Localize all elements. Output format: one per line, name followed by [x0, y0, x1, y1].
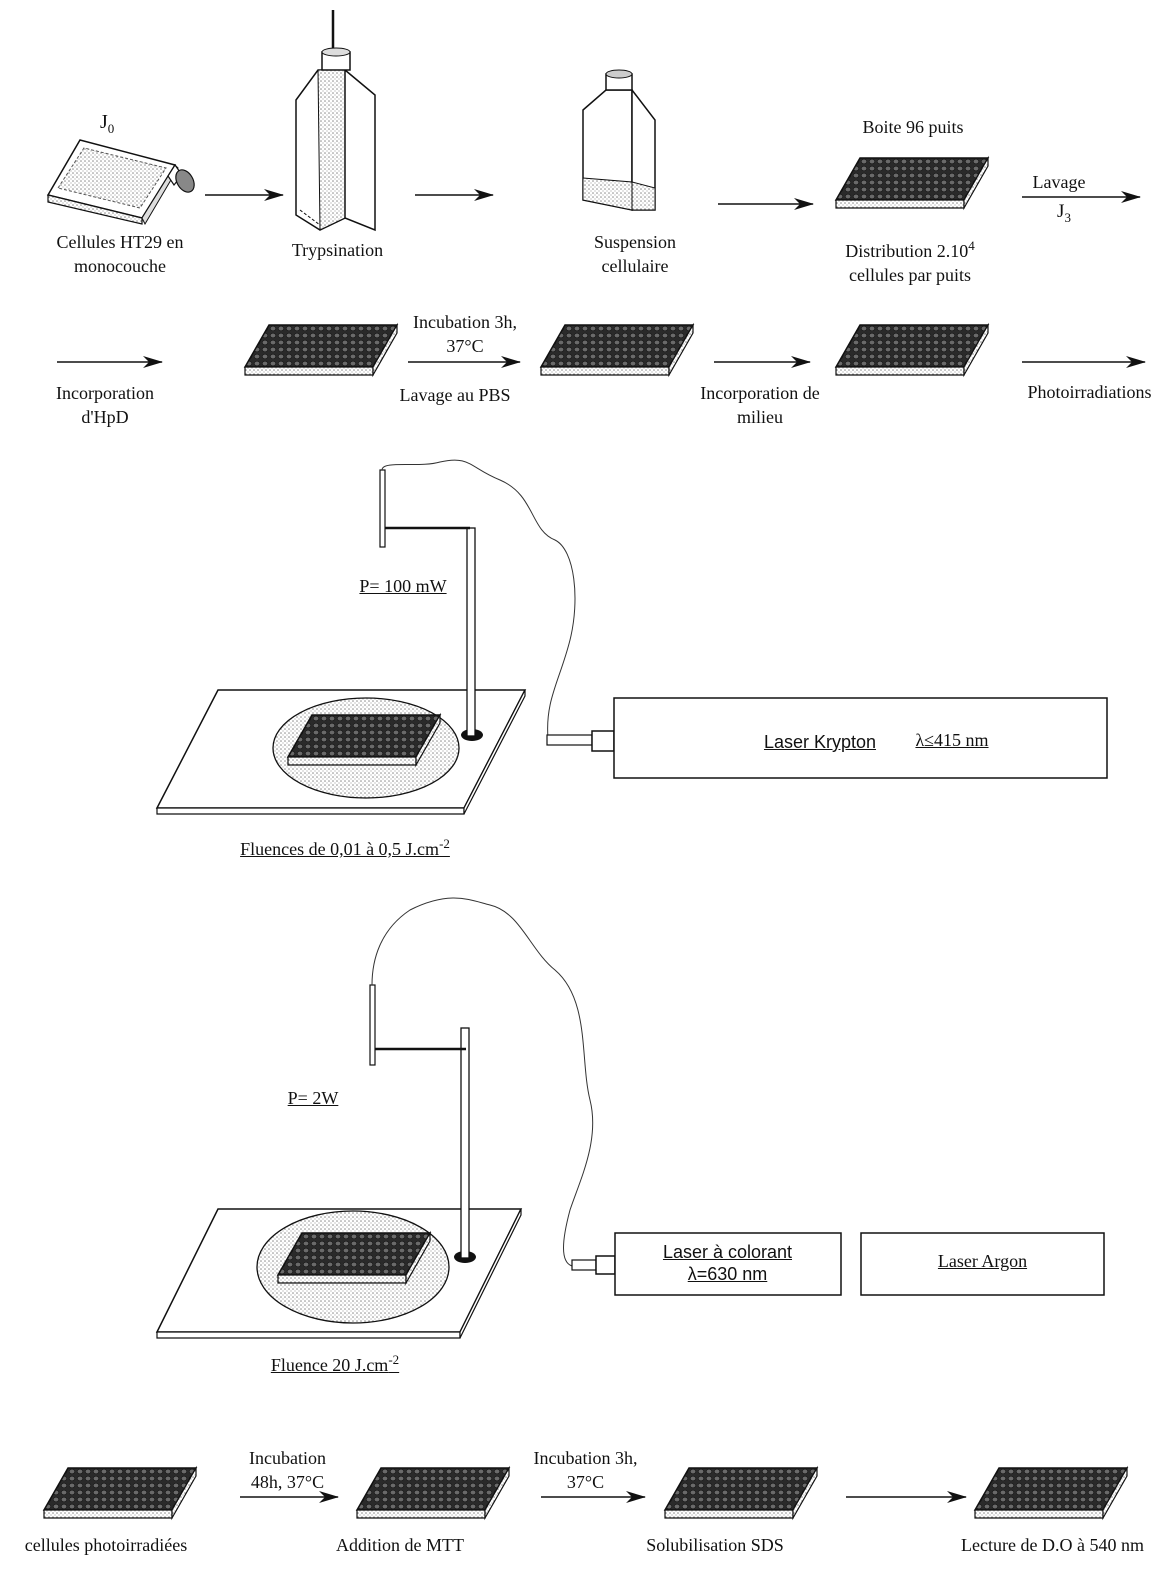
plate-sds-icon [664, 1467, 818, 1519]
plate-washed-icon [540, 324, 694, 376]
krypton-wavelength-label: λ≤415 nm [915, 730, 989, 750]
day-three-label: J3 [1057, 201, 1071, 225]
argon-laser-box [860, 1232, 1105, 1296]
day-zero-label: J0 [100, 111, 115, 136]
plate-mtt-icon [356, 1467, 510, 1519]
krypton-fluence-label: Fluences de 0,01 à 0,5 J.cm-2 [240, 836, 450, 859]
plate-hpd-icon [244, 324, 398, 376]
incubation-3h-label: Incubation 3h,37°C [413, 312, 517, 356]
step-trypsination-label: Trypsination [291, 240, 384, 260]
irradiation-setup-dye [155, 897, 1105, 1339]
pbs-wash-label: Lavage au PBS [399, 385, 511, 405]
od-reading-label: Lecture de D.O à 540 nm [961, 1535, 1144, 1555]
trypsination-flask-icon [295, 10, 376, 232]
dye-fluence-label: Fluence 20 J.cm-2 [270, 1352, 400, 1375]
plate-medium-icon [835, 324, 989, 376]
dye-laser-box [614, 1232, 842, 1296]
96-well-plate-icon [835, 157, 989, 209]
culture-flask-icon [46, 139, 195, 226]
krypton-laser-box [613, 697, 1108, 779]
plate-reading-icon [974, 1467, 1128, 1519]
argon-laser-label: Laser Argon [937, 1251, 1028, 1271]
suspension-flask-icon [582, 69, 656, 211]
dye-power-label: P= 2W [287, 1088, 339, 1108]
plate-irradiated-icon [43, 1467, 197, 1519]
photoirradiation-label: Photoirradiations [1027, 382, 1152, 402]
incubation-3h-mtt-label: Incubation 3h,37°C [533, 1448, 638, 1492]
irradiated-cells-label: cellules photoirradiées [24, 1535, 188, 1555]
plate-title-label: Boite 96 puits [862, 117, 964, 137]
irradiation-setup-krypton [155, 459, 1108, 815]
krypton-laser-label: Laser Krypton [763, 732, 877, 752]
krypton-power-label: P= 100 mW [359, 576, 447, 596]
mtt-addition-label: Addition de MTT [336, 1535, 464, 1555]
wash-arrow-label: Lavage [1032, 172, 1086, 192]
sds-solubilisation-label: Solubilisation SDS [646, 1535, 784, 1555]
